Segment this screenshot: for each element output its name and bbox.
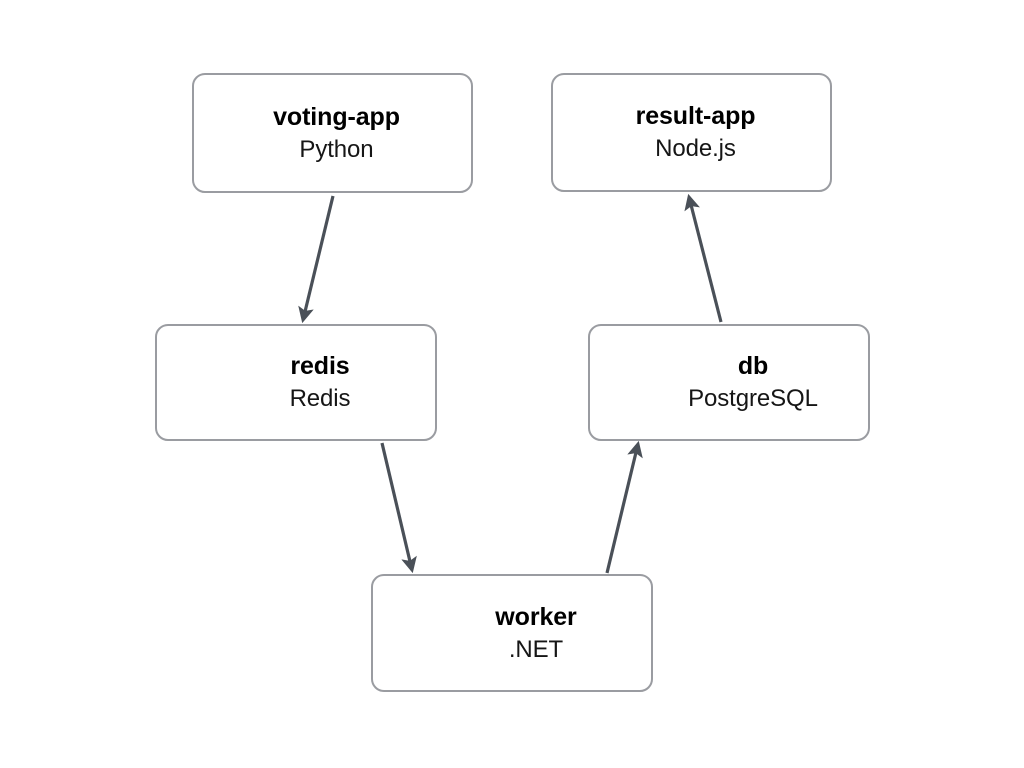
- node-db-text: db PostgreSQL: [688, 354, 818, 411]
- edge-worker-to-db: [605, 440, 643, 574]
- node-voting-app-text: voting-app Python: [273, 102, 400, 163]
- edge-voting-app-to-redis: [298, 195, 335, 324]
- node-worker-title: worker: [495, 602, 577, 631]
- node-result-app-title: result-app: [635, 102, 756, 130]
- node-voting-app-subtitle: Python: [299, 135, 374, 163]
- node-db[interactable]: db PostgreSQL: [588, 324, 870, 441]
- node-worker-subtitle: .NET: [508, 635, 564, 663]
- node-redis-subtitle: Redis: [289, 385, 351, 412]
- node-result-app-text: result-app Node.js: [636, 104, 756, 161]
- node-redis-text: redis Redis: [290, 354, 351, 411]
- node-worker[interactable]: worker .NET: [371, 574, 653, 692]
- node-redis-title: redis: [290, 352, 350, 380]
- node-voting-app-title: voting-app: [273, 102, 400, 131]
- node-result-app-subtitle: Node.js: [655, 135, 736, 162]
- node-redis[interactable]: redis Redis: [155, 324, 437, 441]
- edge-redis-to-worker: [380, 442, 417, 574]
- node-result-app[interactable]: result-app Node.js: [551, 73, 832, 192]
- node-db-title: db: [737, 352, 769, 380]
- node-voting-app[interactable]: voting-app Python: [192, 73, 473, 193]
- edge-db-to-result-app: [684, 193, 723, 323]
- node-db-subtitle: PostgreSQL: [688, 385, 818, 412]
- node-worker-text: worker .NET: [495, 602, 577, 663]
